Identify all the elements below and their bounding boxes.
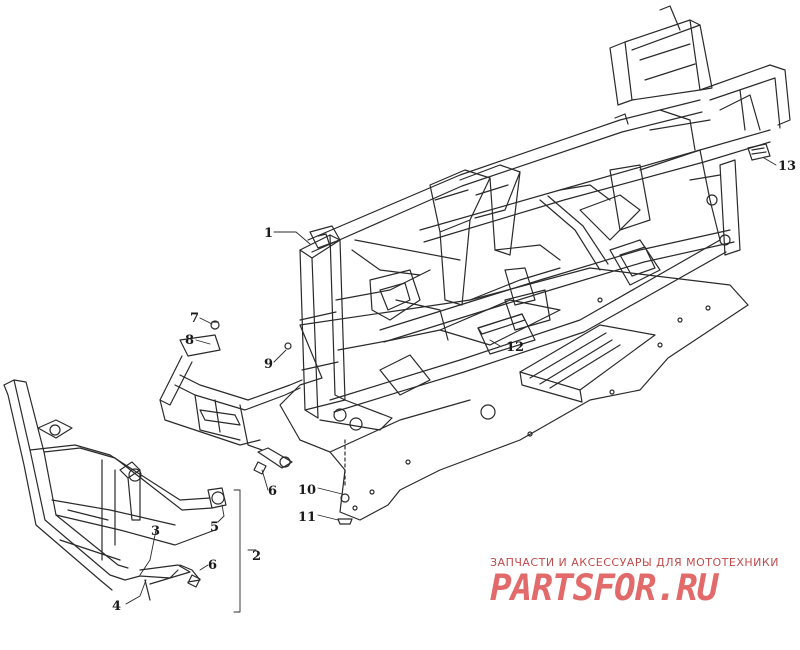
callout-6b: 6	[208, 558, 217, 573]
callout-9: 9	[264, 357, 273, 372]
callout-4: 4	[112, 599, 121, 614]
callout-12: 12	[506, 340, 524, 355]
callout-6a: 6	[268, 484, 277, 499]
callout-labels: 1 2 3 4 5 6 6 7 8 9 10 11 12 13	[112, 159, 796, 614]
fasteners	[187, 320, 353, 588]
callout-8: 8	[185, 333, 194, 348]
leader-lines	[125, 157, 777, 613]
watermark-tagline: ЗАПЧАСТИ И АКСЕССУАРЫ ДЛЯ МОТОТЕХНИКИ	[490, 556, 779, 569]
callout-1: 1	[264, 226, 273, 241]
front-bumper	[3, 379, 227, 601]
rear-frame	[609, 5, 791, 256]
callout-11: 11	[298, 510, 316, 525]
callout-2: 2	[252, 549, 261, 564]
callout-3: 3	[151, 524, 160, 539]
callout-7: 7	[190, 311, 199, 326]
front-bracket-assembly	[159, 334, 303, 469]
center-section	[429, 164, 661, 331]
floorboard-left	[519, 324, 656, 403]
watermark-logo: PARTSFOR.RU	[490, 568, 718, 609]
front-bulkhead	[299, 225, 461, 431]
skid-plate	[279, 267, 749, 521]
callout-10: 10	[298, 483, 316, 498]
main-frame	[307, 99, 771, 413]
floor-mat	[477, 313, 536, 355]
callout-5: 5	[210, 520, 219, 535]
callout-13: 13	[778, 159, 796, 174]
